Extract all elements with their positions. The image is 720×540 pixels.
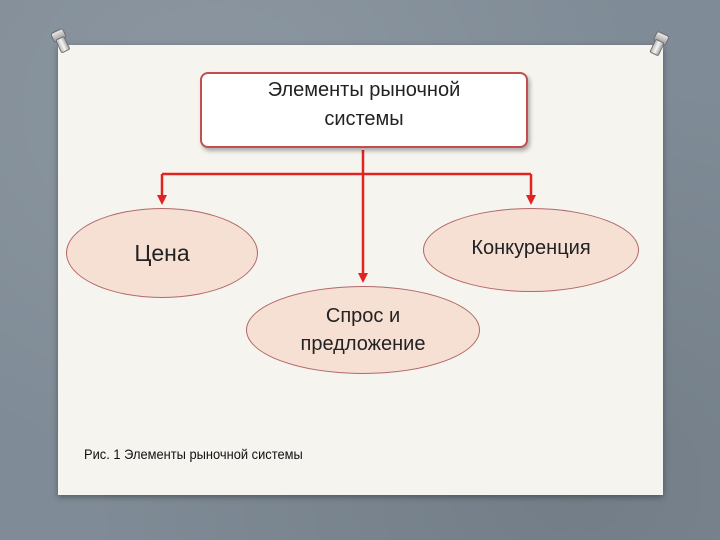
node-competition-label: Конкуренция: [471, 237, 591, 259]
node-supply-demand: Спрос и предложение: [246, 286, 480, 374]
figure-caption: Рис. 1 Элементы рыночной системы: [84, 446, 303, 462]
node-competition: Конкуренция: [423, 208, 639, 292]
node-price-label: Цена: [134, 239, 190, 266]
root-node-box: Элементы рыночной системы: [200, 72, 528, 148]
root-node-label: Элементы рыночной системы: [267, 79, 461, 130]
node-supply-demand-label: Спрос и предложение: [300, 305, 426, 355]
node-price: Цена: [66, 208, 258, 298]
